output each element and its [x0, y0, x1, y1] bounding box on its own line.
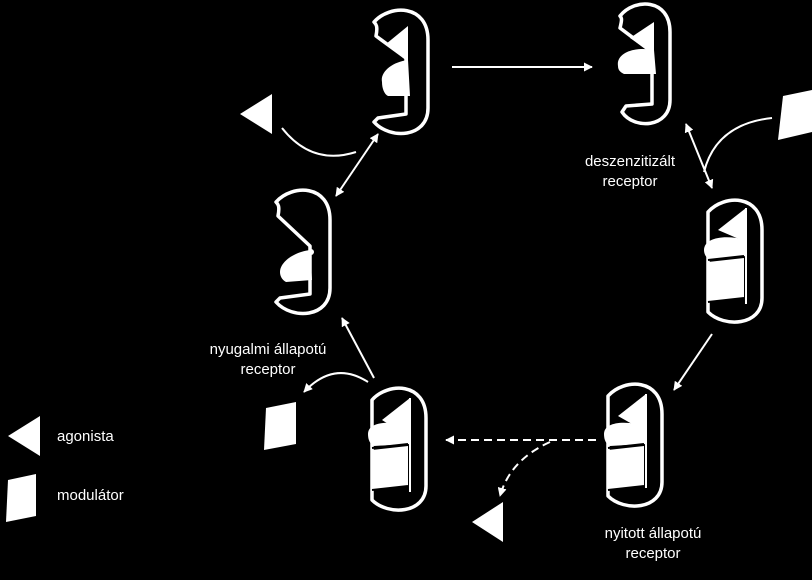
agonist-shape [718, 208, 746, 242]
legend-modulator-label: modulátor [57, 487, 124, 504]
receptor-open-modulator-left [368, 386, 428, 512]
receptor-outline [274, 188, 332, 316]
agonist-shape [618, 394, 646, 432]
label-line-1: nyitott állapotú [604, 525, 702, 542]
legend-agonist-icon [8, 416, 40, 456]
arrow-open-to-open [673, 333, 713, 391]
arrow-to-resting [341, 317, 375, 379]
receptor-outline [618, 2, 672, 126]
receptor-agonist-bound [372, 8, 430, 136]
agonist-free-bottom [472, 502, 503, 542]
binding-lobe [604, 422, 646, 446]
receptor-outline [372, 8, 430, 136]
label-line-1: deszenzitizált [584, 153, 676, 170]
binding-lobe [368, 422, 410, 446]
arrow-desensitized-open [684, 123, 714, 189]
label-line-1: nyugalmi állapotú [209, 341, 327, 358]
arrow-agonist-release [497, 441, 551, 497]
modulator-shape [608, 446, 644, 490]
modulator-free-left [264, 402, 296, 450]
agonist-free-top [240, 94, 272, 134]
modulator-free-right [778, 90, 812, 140]
binding-lobe [381, 60, 410, 96]
receptor-open-modulator [704, 198, 764, 324]
label-desensitized-receptor: deszenzitizált receptor [560, 152, 700, 192]
label-resting-receptor: nyugalmi állapotú receptor [178, 340, 358, 380]
label-open-receptor: nyitott állapotú receptor [578, 524, 728, 564]
modulator-shape [372, 446, 408, 490]
receptor-desensitized [617, 2, 672, 126]
label-line-2: receptor [625, 545, 681, 562]
modulator-shape [708, 258, 744, 302]
legend-agonist-label: agonista [57, 428, 114, 445]
agonist-shape [630, 22, 654, 54]
arrow-modulator-entry [703, 117, 773, 173]
receptor-resting [274, 188, 332, 316]
arrow-binding-equilibrium [335, 133, 379, 197]
arrow-modulator-release [303, 372, 369, 393]
arrow-agonist-entry [281, 127, 357, 157]
agonist-shape [386, 26, 408, 62]
binding-lobe [280, 250, 312, 282]
legend-modulator-icon [6, 474, 36, 522]
label-line-2: receptor [602, 173, 658, 190]
label-line-2: receptor [240, 361, 296, 378]
binding-lobe [617, 48, 656, 74]
binding-lobe [704, 237, 746, 260]
receptor-open [604, 382, 664, 508]
